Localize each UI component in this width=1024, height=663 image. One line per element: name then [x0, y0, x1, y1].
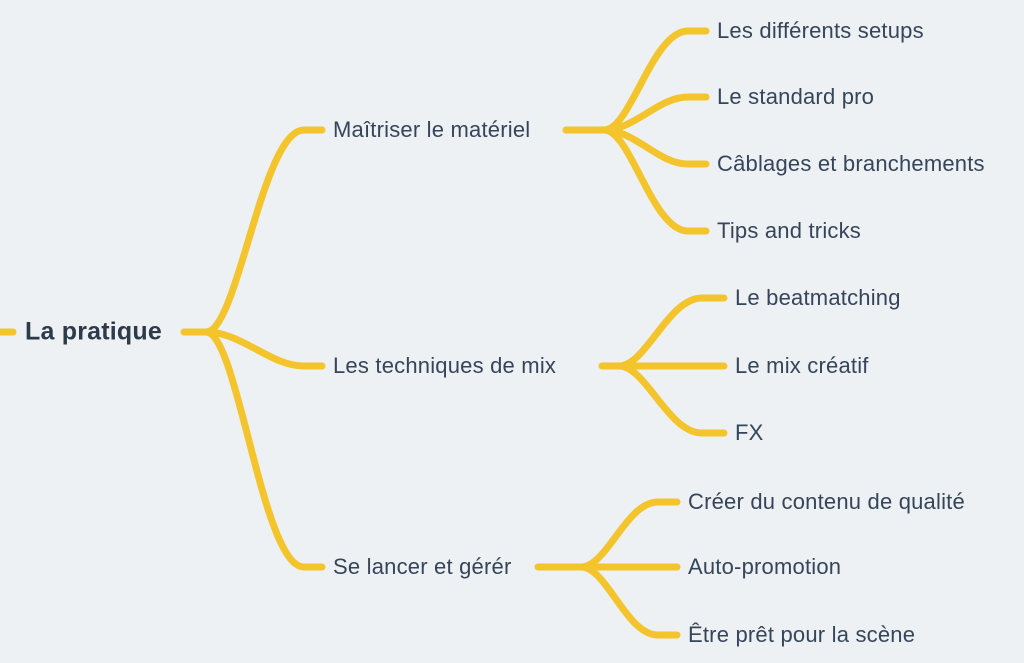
node-se-lancer-et-gerer[interactable]: Se lancer et gérér [333, 554, 512, 579]
connector-branch-0-child-3 [600, 126, 710, 235]
connector-root-to-branch-2 [202, 328, 326, 571]
node-fx[interactable]: FX [735, 420, 764, 445]
connector-branch-0-child-0 [600, 27, 710, 134]
node-auto-promotion[interactable]: Auto-promotion [688, 554, 842, 579]
node-tips-and-tricks[interactable]: Tips and tricks [717, 218, 862, 243]
node-cablages-et-branchements[interactable]: Câblages et branchements [717, 151, 985, 176]
connector-root-to-branch-1 [202, 328, 326, 370]
node-maitriser-le-materiel[interactable]: Maîtriser le matériel [333, 117, 531, 142]
node-creer-du-contenu-de-qualite[interactable]: Créer du contenu de qualité [688, 489, 965, 514]
node-la-pratique[interactable]: La pratique [25, 317, 162, 346]
connector-branch-2-child-2 [577, 563, 681, 639]
node-les-techniques-de-mix[interactable]: Les techniques de mix [333, 353, 557, 378]
node-le-standard-pro[interactable]: Le standard pro [717, 84, 875, 109]
node-les-differents-setups[interactable]: Les différents setups [717, 18, 924, 43]
node-le-mix-creatif[interactable]: Le mix créatif [735, 353, 869, 378]
connector-branch-1-child-2 [615, 362, 728, 437]
connector-root-to-branch-0 [202, 126, 326, 336]
node-etre-pret-pour-la-scene[interactable]: Être prêt pour la scène [688, 622, 916, 647]
node-le-beatmatching[interactable]: Le beatmatching [735, 285, 901, 310]
